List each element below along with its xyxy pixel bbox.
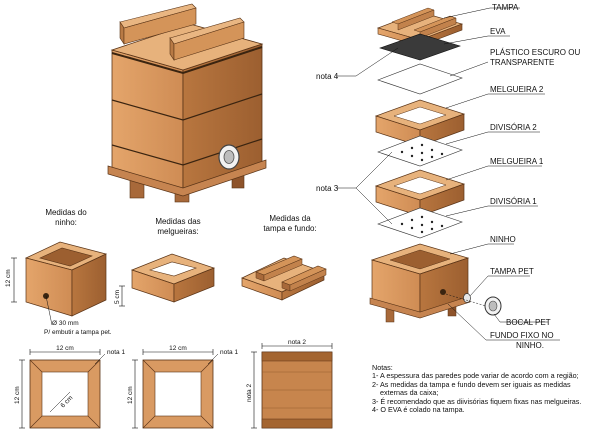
exploded-divisoria-1 xyxy=(377,207,463,239)
label-bocal-pet: BOCAL PET xyxy=(506,318,551,327)
melg-top-width: 12 cm xyxy=(169,345,187,352)
exploded-divisoria-2 xyxy=(377,135,463,167)
ninho-top-width: 12 cm xyxy=(56,345,74,352)
hole-note-label: P/ embutir a tampa pet. xyxy=(44,329,112,336)
nota-2-b: nota 2 xyxy=(246,384,253,402)
exploded-eva xyxy=(379,33,461,61)
tampa-title-1: Medidas da xyxy=(269,214,311,223)
label-nota-3: nota 3 xyxy=(316,184,339,193)
note-1: 1- A espessura das paredes pode variar d… xyxy=(372,371,579,381)
ninho-title-1: Medidas do xyxy=(45,208,87,217)
label-tampa: TAMPA xyxy=(492,3,519,12)
ninho-box-detail xyxy=(24,241,108,317)
ninho-top-depth: 12 cm xyxy=(14,386,21,404)
melg-title-1: Medidas das xyxy=(155,217,200,226)
nota-1-a: nota 1 xyxy=(107,349,125,356)
tampa-top-view xyxy=(261,351,333,429)
note-4: 4- O EVA é colado na tampa. xyxy=(372,405,465,415)
ninho-title-2: ninho: xyxy=(55,218,77,227)
melg-height-label: 5 cm xyxy=(114,290,121,304)
label-tampa-pet: TAMPA PET xyxy=(490,267,534,276)
label-fundo-1: FUNDO FIXO NO xyxy=(490,331,554,340)
melg-title-2: melgueiras: xyxy=(157,227,198,236)
note-2a: 2- As medidas da tampa e fundo devem ser… xyxy=(372,379,571,389)
note-3: 3- É recomendado que as diivisórias fiqu… xyxy=(372,396,582,406)
assembled-hive xyxy=(107,3,267,203)
label-eva: EVA xyxy=(490,27,506,36)
label-ninho: NINHO xyxy=(490,235,516,244)
exploded-melgueira-2 xyxy=(374,99,466,147)
ninho-height-label: 12 cm xyxy=(5,269,12,287)
ninho-top-view xyxy=(29,359,101,429)
hole-diameter-label: Ø 30 mm xyxy=(52,320,79,327)
notes-block: Notas: 1- A espessura das paredes pode v… xyxy=(372,363,600,415)
label-melgueira-1: MELGUEIRA 1 xyxy=(490,157,544,166)
label-fundo-2: NINHO. xyxy=(516,341,544,350)
note-2b: externas da caixa; xyxy=(380,388,439,398)
label-divisoria-1: DIVISÓRIA 1 xyxy=(490,197,537,206)
label-plastico-2: TRANSPARENTE xyxy=(490,58,554,67)
exploded-plastic xyxy=(377,63,463,95)
tampa-fundo-detail xyxy=(241,255,327,301)
label-nota-4: nota 4 xyxy=(316,72,339,81)
notes-title: Notas: xyxy=(372,363,393,372)
melgueira-top-view xyxy=(142,359,214,429)
pet-cap xyxy=(463,293,471,303)
pet-mouth xyxy=(484,296,502,316)
nota-1-b: nota 1 xyxy=(220,349,238,356)
melgueira-frame-detail xyxy=(130,253,216,303)
label-divisoria-2: DIVISÓRIA 2 xyxy=(490,123,537,132)
label-melgueira-2: MELGUEIRA 2 xyxy=(490,85,544,94)
exploded-melgueira-1 xyxy=(374,169,466,217)
label-plastico-1: PLÁSTICO ESCURO OU xyxy=(490,48,580,57)
melg-top-depth: 12 cm xyxy=(127,386,134,404)
tampa-title-2: tampa e fundo: xyxy=(263,224,316,233)
nota-2-a: nota 2 xyxy=(288,339,306,346)
